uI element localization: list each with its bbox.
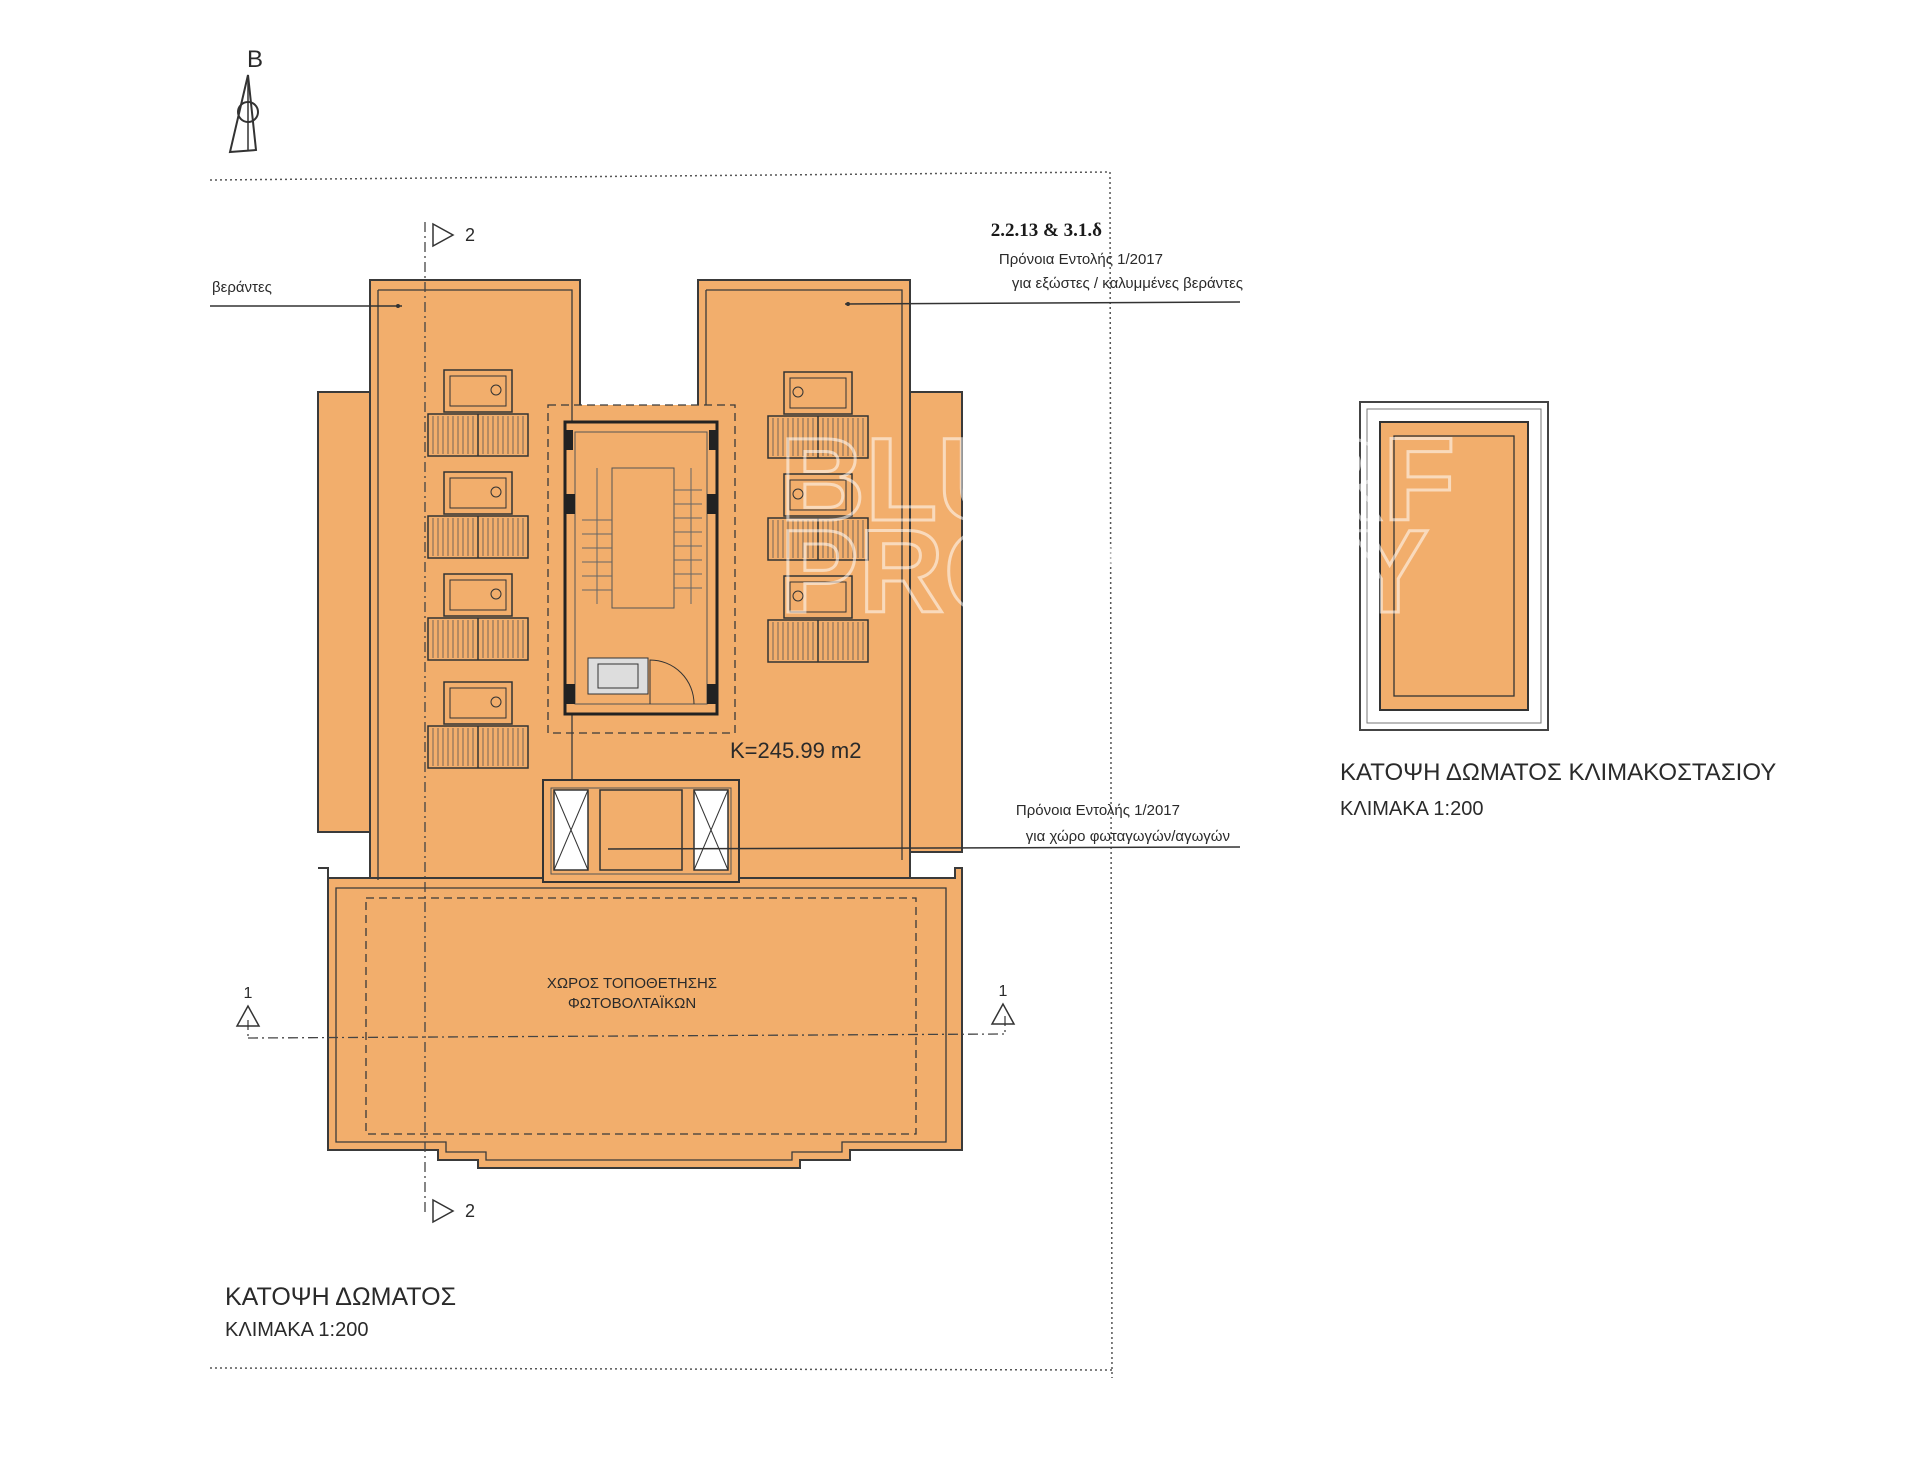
solar-heater-icon [427,369,529,457]
pv-area-label-line2: ΦΩΤΟΒΟΛΤΑΪΚΩΝ [568,995,696,1012]
solar-heater-icon [767,473,869,561]
solar-heaters [427,369,869,769]
provision-2-line2: για χώρο φωταγωγών/αγωγών [1026,828,1230,845]
lightwell-block [542,779,740,883]
provision-1-line2: για εξώστες / καλυμμένες βεράντες [1012,275,1243,292]
section-2-label-bottom: 2 [465,1201,475,1221]
stairwell-plan-scale: ΚΛΙΜΑΚΑ 1:200 [1340,798,1483,820]
leader-lines [210,301,1241,850]
section-2-label-top: 2 [465,225,475,245]
stairwell-roof-plan [1359,401,1549,731]
solar-heater-icon [427,573,529,661]
main-plan-title: ΚΑΤΟΨΗ ΔΩΜΑΤΟΣ [225,1283,456,1311]
verandas-label: βεράντες [212,279,272,296]
code-reference: 2.2.13 & 3.1.δ [991,220,1102,241]
site-boundary [209,171,1113,1379]
section-marker-2-top-icon [432,222,455,248]
stair-core [563,420,719,716]
section-marker-1-right-icon [990,1002,1016,1025]
section-marker-2-bottom-icon [432,1198,455,1224]
section-line-1 [247,1016,1006,1039]
watermark-line1: BLUE SURF [780,414,1455,546]
section-1-label-right: 1 [999,983,1008,1000]
provision-1-line1: Πρόνοια Εντολής 1/2017 [999,251,1163,268]
stairwell-plan-title: ΚΑΤΟΨΗ ΔΩΜΑΤΟΣ ΚΛΙΜΑΚΟΣΤΑΣΙΟΥ [1340,759,1776,786]
section-marker-1-left-icon [235,1004,261,1027]
watermark-line2: PROPERTY [780,506,1429,638]
solar-heater-icon [767,371,869,459]
solar-heater-icon [427,471,529,559]
area-label: K=245.99 m2 [730,738,861,763]
solar-heater-icon [427,681,529,769]
watermark: BLUE SURF PROPERTY [779,413,1457,640]
provision-2-line1: Πρόνοια Εντολής 1/2017 [1016,802,1180,819]
solar-heater-icon [767,575,869,663]
section-1-label-left: 1 [244,985,253,1002]
north-label: B [247,46,263,73]
pv-area-label-line1: ΧΩΡΟΣ ΤΟΠΟΘΕΤΗΣΗΣ [547,975,717,992]
north-arrow-icon [228,74,259,154]
main-plan-scale: ΚΛΙΜΑΚΑ 1:200 [225,1319,368,1341]
